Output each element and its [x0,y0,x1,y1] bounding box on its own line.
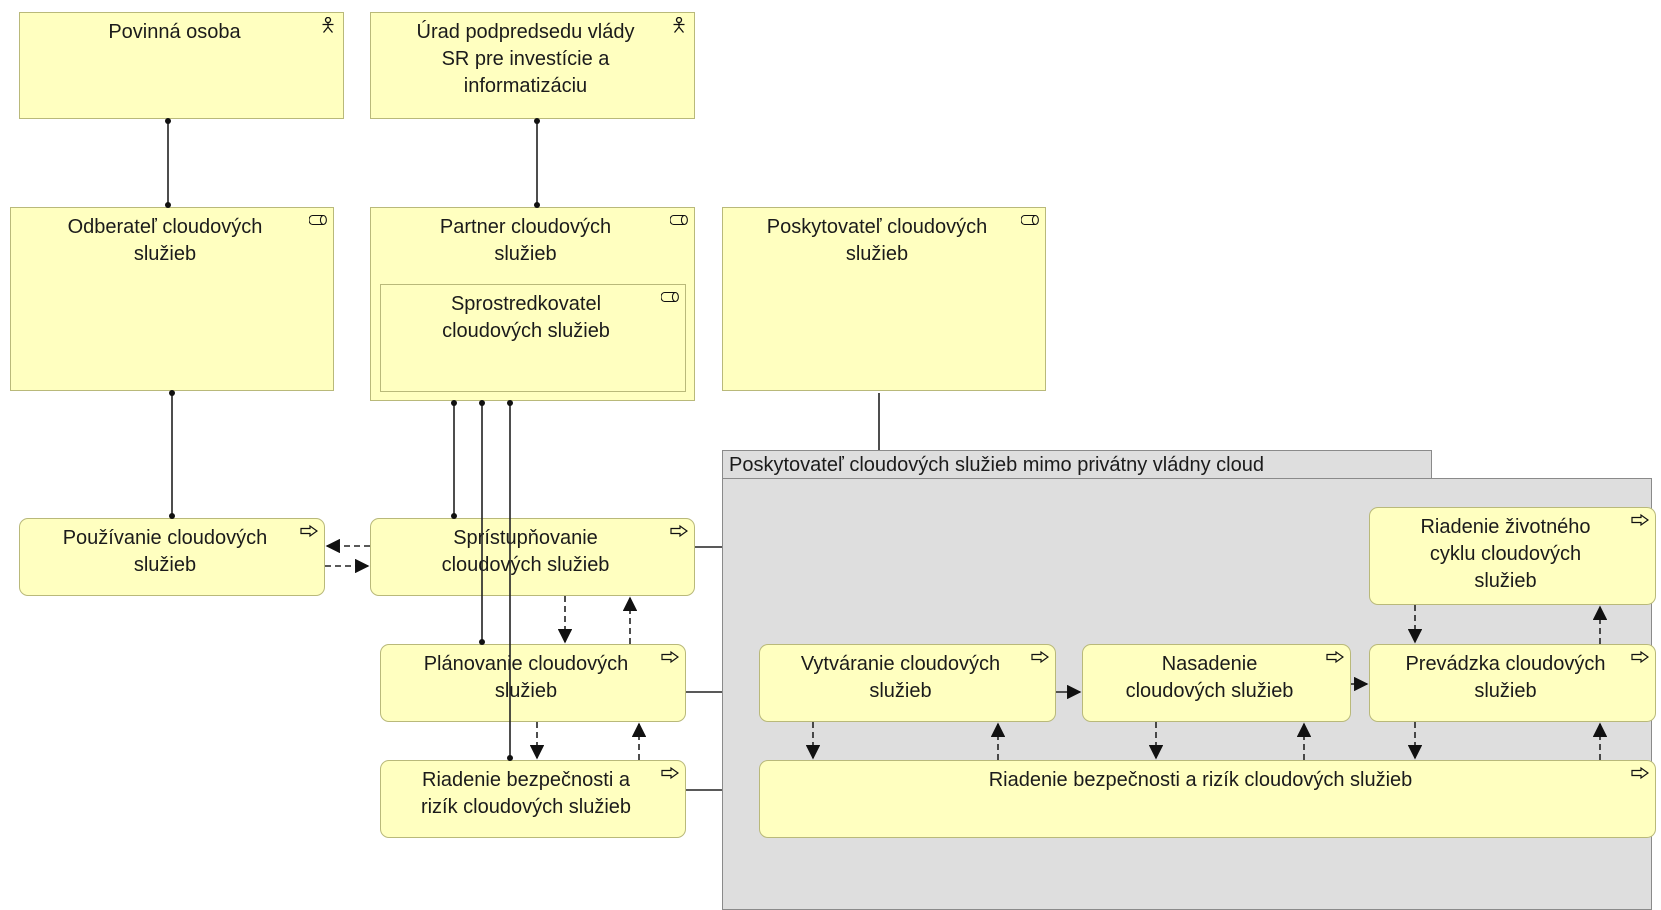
process-nasadenie[interactable]: Nasadenie cloudových služieb [1082,644,1351,722]
role-label: Poskytovateľ cloudových služieb [766,216,988,265]
process-arrow-icon [1031,650,1049,664]
actor-povinna-osoba[interactable]: Povinná osoba [19,12,344,119]
process-arrow-icon [1631,513,1649,527]
process-arrow-icon [1326,650,1344,664]
actor-label: Úrad podpredsedu vlády SR pre investície… [416,21,635,97]
actor-icon [322,17,334,33]
process-prevadzka[interactable]: Prevádzka cloudových služieb [1369,644,1656,722]
actor-icon [673,17,685,33]
role-icon [661,291,679,303]
process-planovanie[interactable]: Plánovanie cloudových služieb [380,644,686,722]
role-icon [1021,214,1039,226]
process-label: Používanie cloudových služieb [62,527,268,576]
process-label: Nasadenie cloudových služieb [1125,653,1294,702]
process-arrow-icon [661,766,679,780]
process-arrow-icon [661,650,679,664]
role-label: Partner cloudových služieb [439,216,612,265]
process-vytvaranie[interactable]: Vytváranie cloudových služieb [759,644,1056,722]
process-label: Vytváranie cloudových služieb [800,653,1001,702]
process-label: Riadenie bezpečnosti a rizík cloudových … [420,769,632,818]
process-pouzivanie[interactable]: Používanie cloudových služieb [19,518,325,596]
process-label: Sprístupňovanie cloudových služieb [441,527,610,576]
role-icon [670,214,688,226]
process-arrow-icon [670,524,688,538]
actor-label: Povinná osoba [108,21,241,43]
process-riadenie-bezp-left[interactable]: Riadenie bezpečnosti a rizík cloudových … [380,760,686,838]
process-label: Plánovanie cloudových služieb [423,653,629,702]
process-arrow-icon [300,524,318,538]
role-icon [309,214,327,226]
process-arrow-icon [1631,766,1649,780]
process-label: Riadenie životného cyklu cloudových služ… [1420,516,1591,592]
process-arrow-icon [1631,650,1649,664]
group-tab: Poskytovateľ cloudových služieb mimo pri… [722,450,1432,478]
role-odberatel[interactable]: Odberateľ cloudových služieb [10,207,334,391]
actor-urad[interactable]: Úrad podpredsedu vlády SR pre investície… [370,12,695,119]
process-label: Riadenie bezpečnosti a rizík cloudových … [988,769,1413,791]
role-label: Sprostredkovatel cloudových služieb [442,293,610,342]
process-riadenie-zivot[interactable]: Riadenie životného cyklu cloudových služ… [1369,507,1656,605]
process-label: Prevádzka cloudových služieb [1405,653,1606,702]
role-sprostredkovatel[interactable]: Sprostredkovatel cloudových služieb [380,284,686,392]
process-spristupnovanie[interactable]: Sprístupňovanie cloudových služieb [370,518,695,596]
group-title: Poskytovateľ cloudových služieb mimo pri… [729,454,1264,476]
process-riadenie-bezp-right[interactable]: Riadenie bezpečnosti a rizík cloudových … [759,760,1656,838]
role-poskytovatel[interactable]: Poskytovateľ cloudových služieb [722,207,1046,391]
role-label: Odberateľ cloudových služieb [67,216,263,265]
